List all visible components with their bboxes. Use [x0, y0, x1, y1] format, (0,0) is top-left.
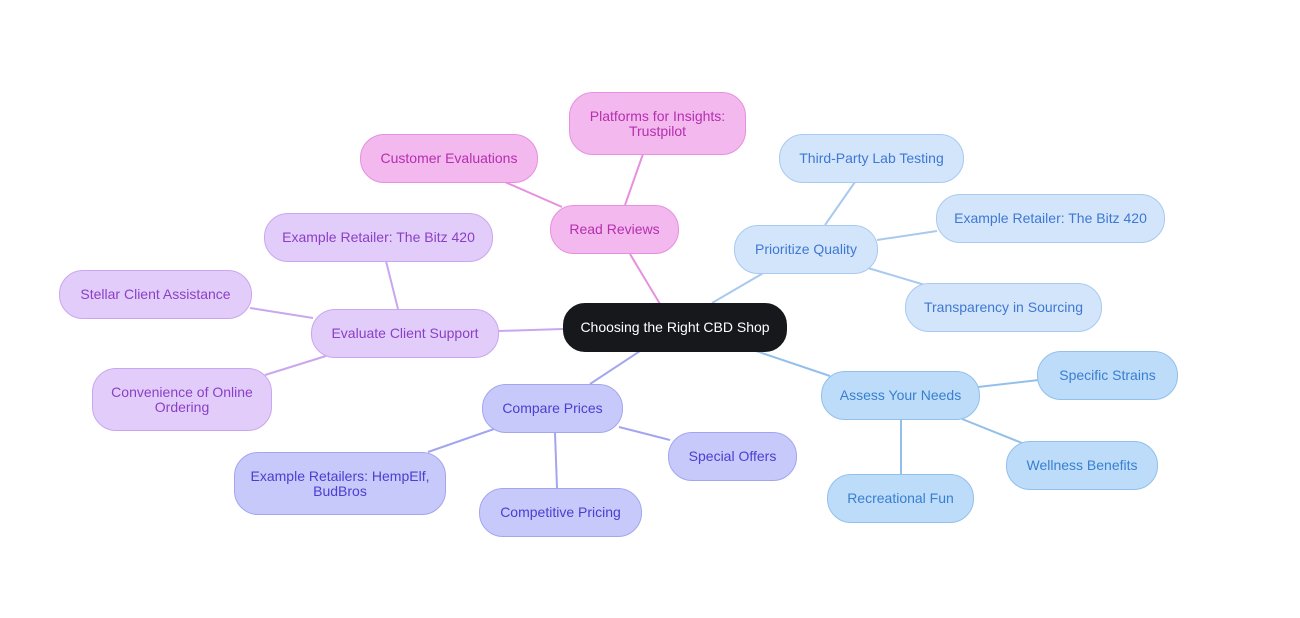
- node-evaluate-client-support: Evaluate Client Support: [311, 309, 499, 358]
- node-stellar-client-assistance: Stellar Client Assistance: [59, 270, 252, 319]
- edge-support-retailer: [385, 260, 399, 310]
- root-node: Choosing the Right CBD Shop: [563, 303, 787, 352]
- node-wellness-benefits: Wellness Benefits: [1006, 441, 1158, 490]
- edge-root-needs: [755, 350, 831, 377]
- edge-needs-wellness: [961, 418, 1023, 444]
- edge-reviews-customer-evaluations: [504, 181, 563, 208]
- node-quality-example-retailer: Example Retailer: The Bitz 420: [936, 194, 1165, 243]
- edge-prices-competitive: [554, 432, 558, 489]
- node-assess-your-needs: Assess Your Needs: [821, 371, 980, 420]
- node-customer-evaluations: Customer Evaluations: [360, 134, 538, 183]
- edge-prices-retailers: [427, 428, 495, 453]
- edge-support-stellar: [249, 307, 314, 319]
- node-specific-strains: Specific Strains: [1037, 351, 1178, 400]
- node-transparency-in-sourcing: Transparency in Sourcing: [905, 283, 1102, 332]
- root-label: Choosing the Right CBD Shop: [580, 319, 770, 335]
- edge-root-compare-prices: [589, 350, 641, 385]
- edge-needs-strains: [977, 379, 1040, 388]
- node-recreational-fun: Recreational Fun: [827, 474, 974, 523]
- node-convenience-online-ordering: Convenience of Online Ordering: [92, 368, 272, 431]
- node-read-reviews: Read Reviews: [550, 205, 679, 254]
- edge-prices-special: [618, 426, 671, 441]
- node-example-retailers-hempelf: Example Retailers: HempElf, BudBros: [234, 452, 446, 515]
- edge-root-quality: [711, 271, 766, 304]
- edge-quality-lab: [824, 181, 856, 226]
- node-compare-prices: Compare Prices: [482, 384, 623, 433]
- node-special-offers: Special Offers: [668, 432, 797, 481]
- node-third-party-lab-testing: Third-Party Lab Testing: [779, 134, 964, 183]
- node-support-example-retailer: Example Retailer: The Bitz 420: [264, 213, 493, 262]
- edge-reviews-platforms: [624, 153, 644, 206]
- edge-quality-retailer: [876, 230, 938, 241]
- edge-root-client-support: [497, 328, 564, 332]
- edge-quality-transparency: [867, 267, 926, 286]
- node-platforms-for-insights: Platforms for Insights: Trustpilot: [569, 92, 746, 155]
- edge-support-convenience: [264, 355, 327, 376]
- edge-root-read-reviews: [629, 253, 661, 305]
- node-competitive-pricing: Competitive Pricing: [479, 488, 642, 537]
- node-prioritize-quality: Prioritize Quality: [734, 225, 878, 274]
